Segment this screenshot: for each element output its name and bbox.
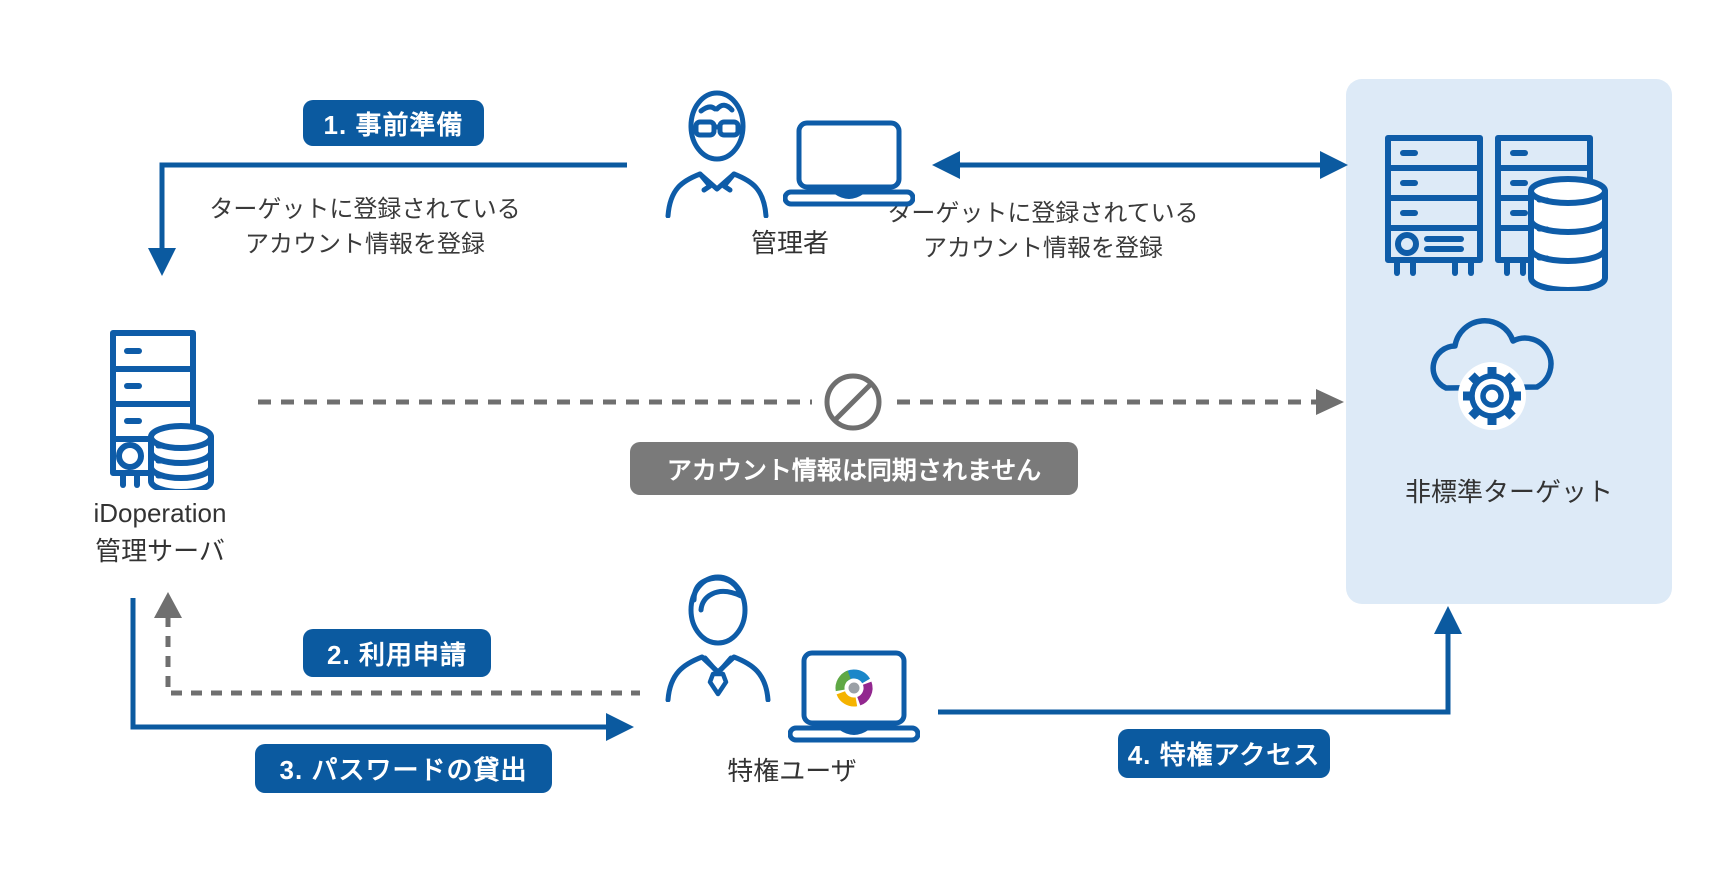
management-server-label: iDoperation 管理サーバ bbox=[55, 494, 265, 570]
management-server-label-line1: iDoperation bbox=[93, 498, 227, 528]
step4-badge: 4. 特権アクセス bbox=[1118, 729, 1330, 778]
cloud-outline bbox=[1430, 318, 1554, 391]
admin-target-arrowhead-left bbox=[932, 151, 960, 179]
register-caption-left: ターゲットに登録されている アカウント情報を登録 bbox=[195, 192, 535, 262]
register-caption-left-line1: ターゲットに登録されている bbox=[209, 196, 521, 223]
laptop-icon bbox=[783, 120, 915, 207]
register-caption-right-line1: ターゲットに登録されている bbox=[887, 200, 1199, 227]
nonstandard-target-label: 非標準ターゲット bbox=[1404, 477, 1613, 507]
no-sync-arrowhead bbox=[1316, 389, 1344, 415]
step3-badge: 3. パスワードの貸出 bbox=[255, 744, 552, 793]
management-server-icon bbox=[110, 330, 214, 490]
step1-badge: 1. 事前準備 bbox=[303, 100, 484, 146]
privileged-user-icon bbox=[665, 574, 771, 702]
admin-target-arrowhead-right bbox=[1320, 151, 1348, 179]
prohibition-icon bbox=[824, 373, 882, 431]
register-caption-left-line2: アカウント情報を登録 bbox=[245, 231, 485, 258]
privileged-user-label: 特権ユーザ bbox=[727, 756, 857, 786]
step2-arrowhead bbox=[154, 592, 182, 618]
step1-arrowhead bbox=[148, 248, 176, 276]
target-servers-icon bbox=[1385, 135, 1608, 291]
admin-label: 管理者 bbox=[750, 228, 829, 258]
step4-arrow bbox=[938, 632, 1451, 715]
cloud-gear-icon bbox=[1430, 318, 1554, 430]
laptop-logo-icon bbox=[788, 650, 920, 743]
register-caption-right-line2: アカウント情報を登録 bbox=[923, 235, 1163, 262]
step2-badge: 2. 利用申請 bbox=[303, 629, 491, 677]
no-sync-label: アカウント情報は同期されません bbox=[630, 442, 1078, 495]
idoperation-logo bbox=[835, 669, 873, 707]
register-caption-right: ターゲットに登録されている アカウント情報を登録 bbox=[873, 196, 1213, 266]
step4-arrowhead bbox=[1434, 606, 1462, 634]
admin-person-icon bbox=[665, 90, 769, 218]
step3-arrowhead bbox=[606, 713, 634, 741]
management-server-label-line2: 管理サーバ bbox=[95, 536, 225, 566]
